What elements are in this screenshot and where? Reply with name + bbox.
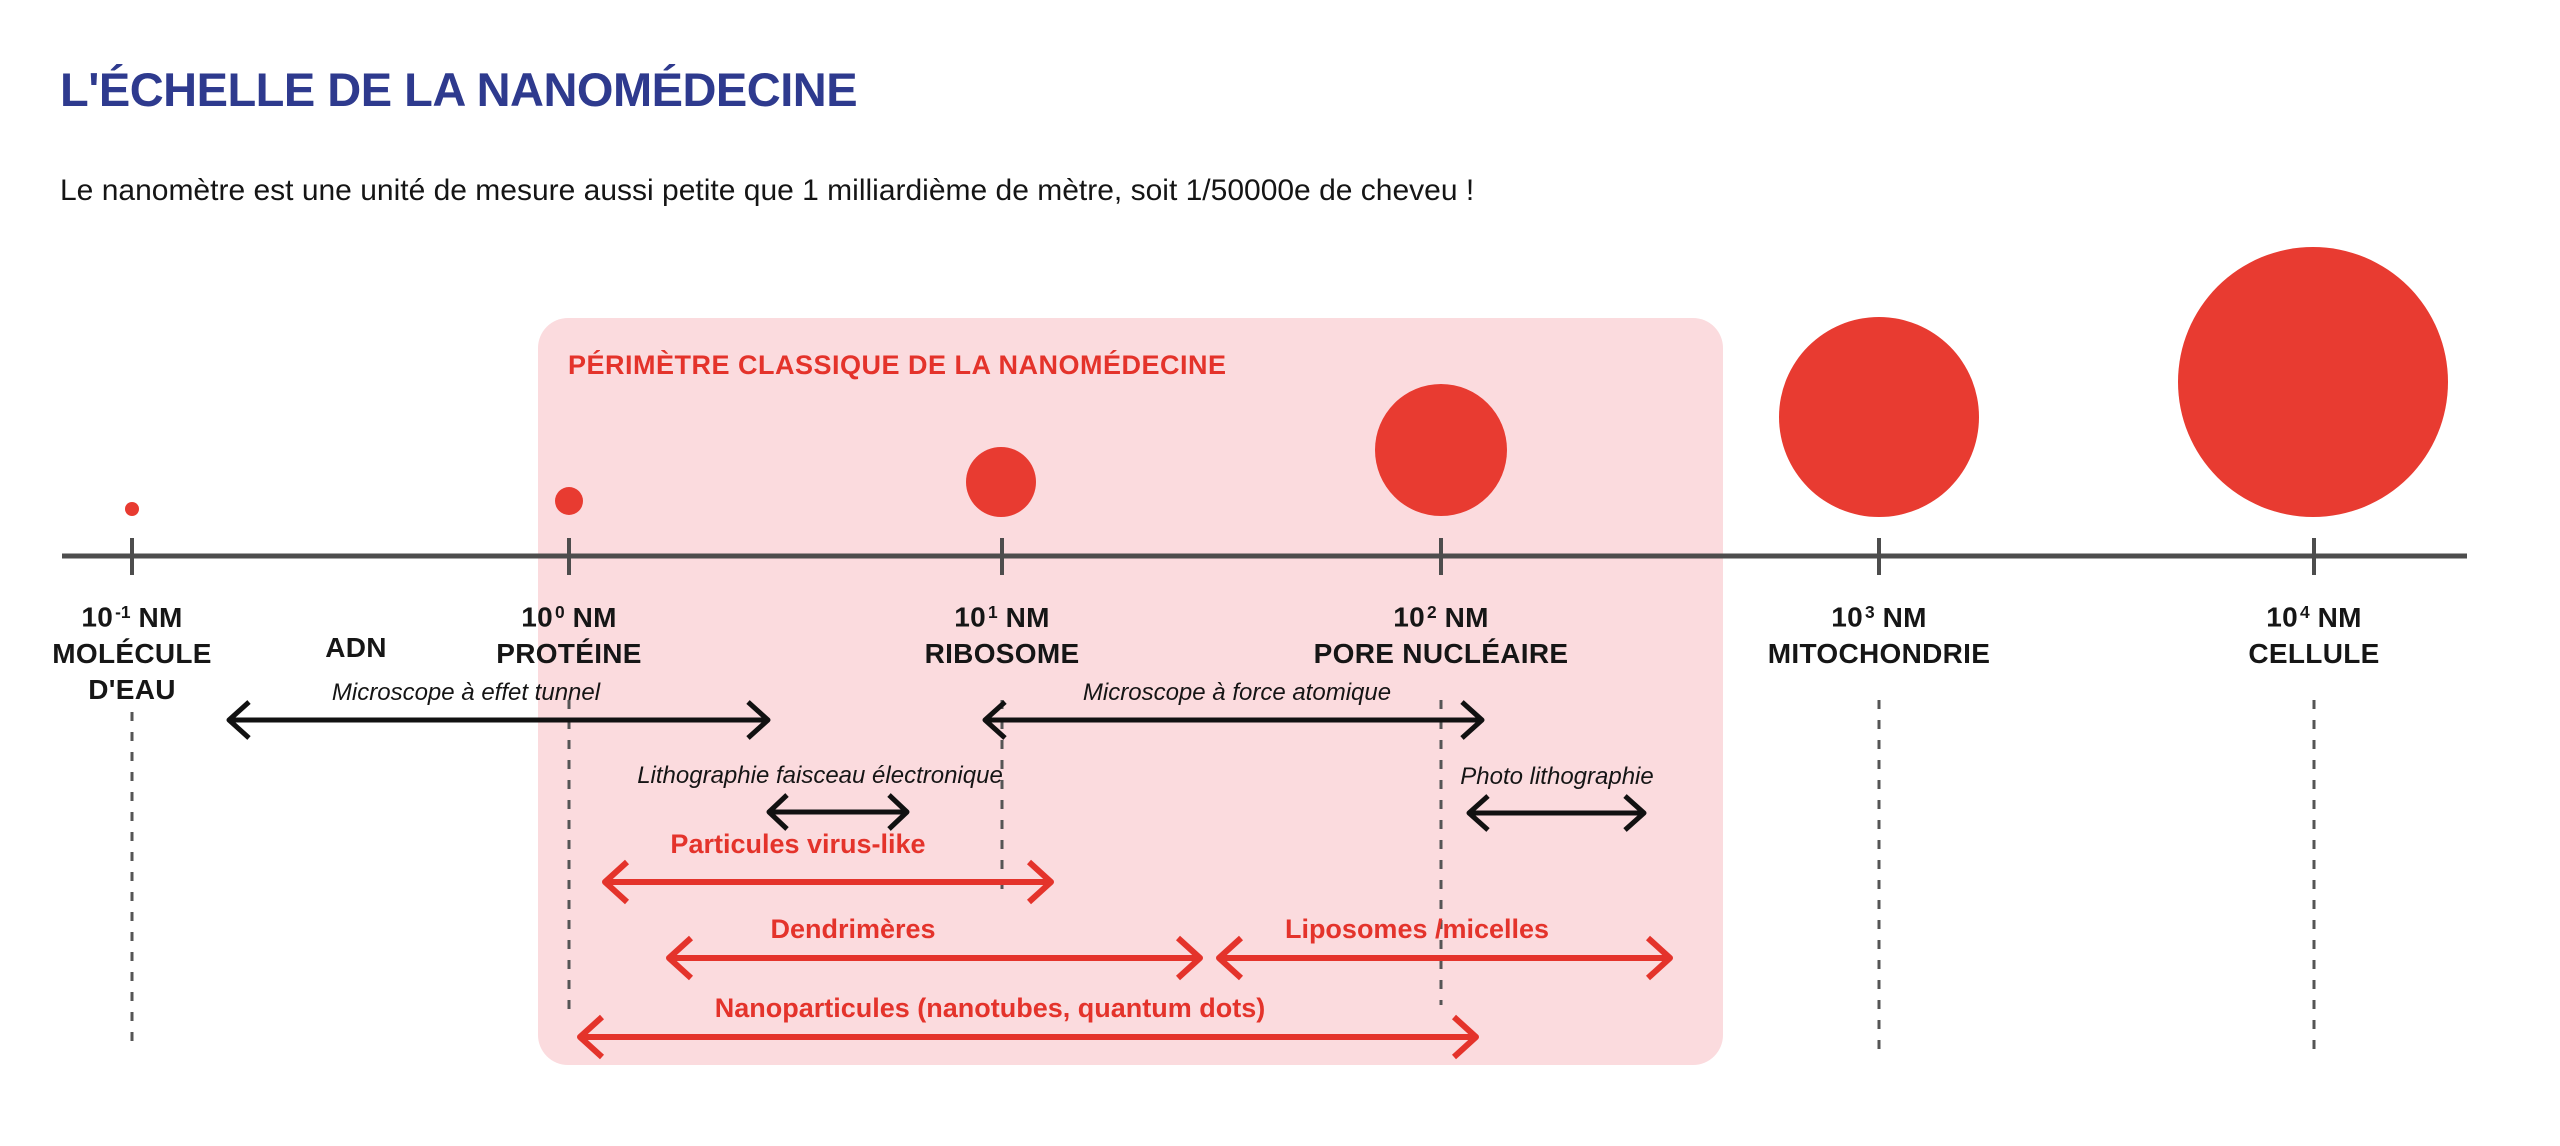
dashed-guide-lines	[130, 700, 2316, 1050]
arrow-liposomes-micelles	[1216, 935, 1673, 981]
label-particules-virus-like: Particules virus-like	[670, 829, 926, 859]
label-liposomes-micelles: Liposomes /micelles	[1284, 914, 1550, 944]
page-subtitle: Le nanomètre est une unité de mesure aus…	[60, 174, 1475, 207]
arrow-particules-virus-like	[602, 859, 1054, 905]
label-lithographie-faisceau-electronique: Lithographie faisceau électronique	[637, 762, 1003, 789]
label-microscope-effet-tunnel: Microscope à effet tunnel	[331, 679, 601, 706]
circle-proteine	[555, 487, 583, 515]
label-dendrimeres: Dendrimères	[770, 914, 936, 944]
circle-mitochondrie	[1779, 317, 1979, 517]
label-microscope-force-atomique: Microscope à force atomique	[1082, 679, 1392, 706]
circle-cellule	[2178, 247, 2448, 517]
perimeter-box: PÉRIMÈTRE CLASSIQUE DE LA NANOMÉDECINE	[538, 318, 1723, 1065]
arrow-lithographie-faisceau-electronique	[766, 793, 910, 831]
label-nanoparticules: Nanoparticules (nanotubes, quantum dots)	[714, 993, 1266, 1023]
scale-circles	[125, 247, 2448, 517]
circle-ribosome	[966, 447, 1036, 517]
circle-pore-nucleaire	[1375, 384, 1507, 516]
arrow-microscope-force-atomique	[982, 700, 1485, 740]
axis-label-adn: ADN	[325, 632, 387, 663]
perimeter-box-label: PÉRIMÈTRE CLASSIQUE DE LA NANOMÉDECINE	[568, 350, 1227, 380]
arrow-microscope-effet-tunnel	[226, 700, 771, 740]
arrow-nanoparticules	[577, 1014, 1479, 1060]
arrow-dendrimeres	[666, 935, 1203, 981]
label-photo-lithographie: Photo lithographie	[1460, 763, 1654, 790]
circle-molecule-eau	[125, 502, 139, 516]
arrow-photo-lithographie	[1466, 794, 1647, 832]
axis-ticks	[130, 538, 2316, 575]
page-title: L'ÉCHELLE DE LA NANOMÉDECINE	[60, 63, 858, 116]
